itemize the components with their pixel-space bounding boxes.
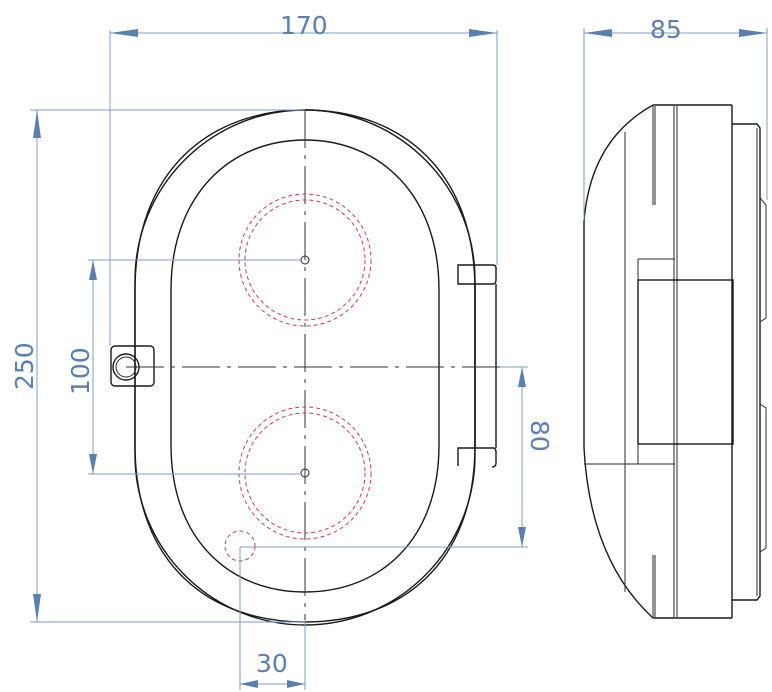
front-dimensions: 170 250 100 80 30: [10, 11, 554, 690]
clip-upper: [457, 264, 497, 285]
dome-profile: [583, 104, 654, 619]
front-view: [110, 109, 500, 650]
knockout-lower-outer: [238, 406, 372, 540]
dim-offset-80: 80: [525, 420, 554, 452]
back-rib: [759, 197, 767, 553]
hinge-tab: [110, 345, 155, 387]
clip-lower: [457, 447, 497, 468]
back-plate: [732, 123, 761, 601]
side-view: [583, 104, 767, 619]
dim-depth-85: 85: [650, 15, 682, 44]
dim-offset-30: 30: [256, 649, 288, 678]
knockout-upper-outer: [238, 193, 372, 327]
center-mark-lower: [300, 468, 310, 478]
dim-height-250: 250: [10, 342, 39, 390]
dim-width-170: 170: [280, 11, 328, 40]
side-dimensions: 85: [583, 15, 768, 220]
knockout-upper-inner: [244, 199, 366, 321]
mount-block: [637, 279, 734, 445]
center-mark-upper: [300, 255, 310, 265]
dim-spacing-100: 100: [66, 347, 95, 395]
knockout-lower-inner: [244, 412, 366, 534]
lens-inner: [170, 139, 440, 593]
